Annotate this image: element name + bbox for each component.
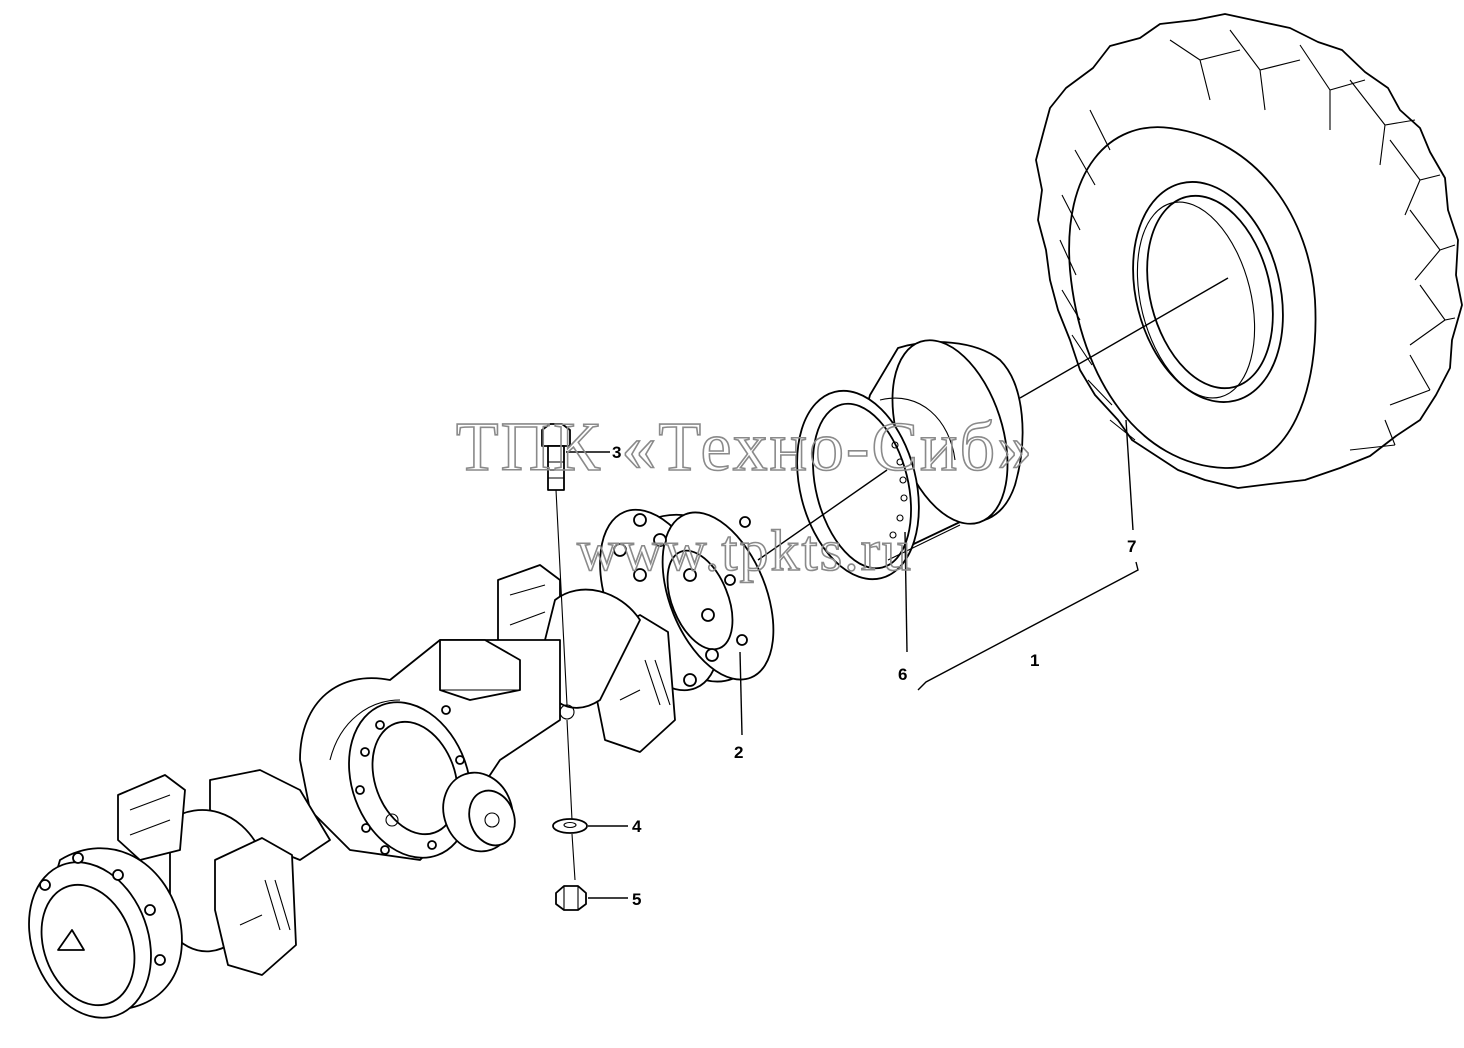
washer — [552, 818, 588, 834]
rim-bolt-holes — [889, 441, 908, 539]
diff-bolts — [355, 705, 465, 855]
callout-5: 5 — [632, 890, 641, 909]
callout-1: 1 — [1030, 651, 1039, 670]
callout-4: 4 — [632, 817, 642, 836]
callout-3: 3 — [612, 443, 621, 462]
callout-6: 6 — [898, 665, 907, 684]
tire — [1035, 13, 1463, 489]
watermark-company: ТПК «Техно-Сиб» — [456, 409, 1034, 486]
wheel-rim — [796, 339, 1024, 581]
nut — [555, 885, 587, 911]
left-hub-studs — [39, 852, 166, 966]
leader-lines — [566, 277, 1229, 899]
wheel-hub-left — [28, 847, 183, 1019]
callout-7: 7 — [1127, 537, 1136, 556]
watermark-url: www.tpkts.ru — [577, 518, 913, 583]
bolt-axis-line — [555, 489, 576, 881]
callout-2: 2 — [734, 743, 743, 762]
axle-housing — [117, 564, 676, 976]
bolt — [541, 423, 571, 491]
hub-studs — [613, 513, 751, 687]
